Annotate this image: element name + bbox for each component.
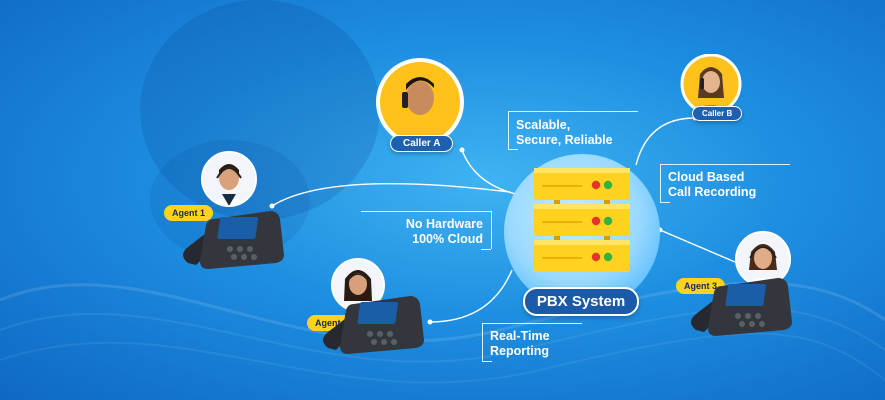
- feature-call-recording-line2: Call Recording: [668, 185, 757, 199]
- feature-reporting-line2: Reporting: [490, 344, 550, 358]
- server-rack-icon: [534, 168, 630, 272]
- feature-no-hardware-line1: No Hardware: [405, 217, 483, 231]
- link-agent-2: [429, 269, 513, 323]
- agent-3-label: Agent 3: [676, 278, 726, 294]
- feature-no-hardware: No Hardware 100% Cloud: [361, 211, 492, 250]
- link-caller-a: [461, 149, 521, 196]
- agent-1-avatar: [201, 151, 257, 207]
- caller-b-label: Caller B: [692, 106, 743, 121]
- agent-2-avatar: [331, 258, 385, 312]
- desk-phone-icon: [323, 296, 424, 354]
- feature-scalable-line2: Secure, Reliable: [516, 133, 613, 147]
- feature-reporting: Real-Time Reporting: [482, 323, 590, 362]
- link-agent-3: [659, 229, 736, 263]
- pbx-server-illustration: [504, 154, 660, 310]
- feature-call-recording-line1: Cloud Based: [668, 170, 745, 184]
- feature-reporting-line1: Real-Time: [490, 329, 550, 343]
- link-caller-b: [635, 117, 696, 166]
- feature-scalable-line1: Scalable,: [516, 118, 571, 132]
- feature-call-recording: Cloud Based Call Recording: [660, 164, 790, 203]
- desk-phone-icon: [691, 278, 792, 336]
- caller-a-label: Caller A: [390, 135, 454, 152]
- link-agent-1: [271, 182, 511, 207]
- agent-1-label: Agent 1: [164, 205, 214, 221]
- feature-no-hardware-line2: 100% Cloud: [412, 232, 483, 246]
- desk-phone-icon: [183, 211, 284, 269]
- pbx-system-label: PBX System: [523, 287, 639, 316]
- feature-scalable: Scalable, Secure, Reliable: [508, 111, 638, 150]
